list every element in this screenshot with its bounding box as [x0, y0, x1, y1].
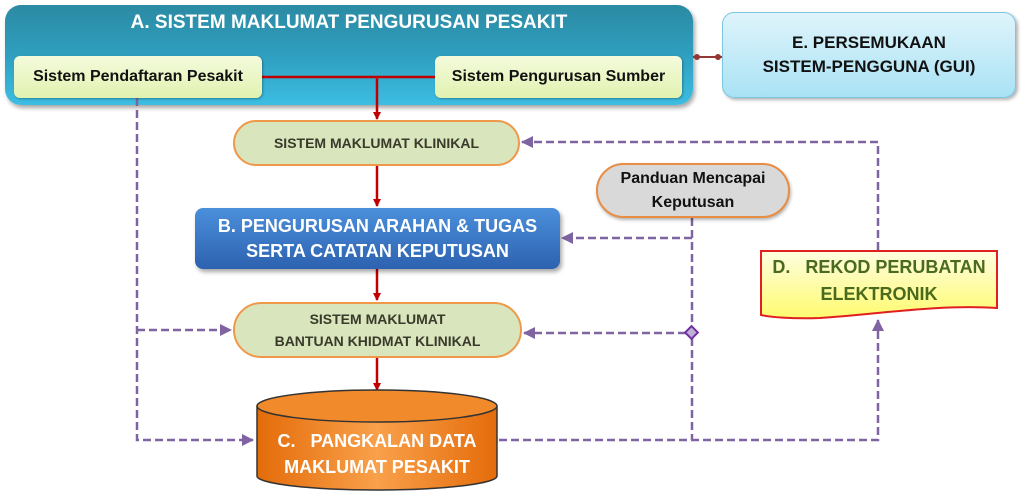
clinical-support-oval: SISTEM MAKLUMAT BANTUAN KHIDMAT KLINIKAL	[233, 302, 522, 358]
database-cylinder	[256, 389, 498, 491]
system-d-document-shape	[760, 250, 998, 320]
system-e-line2: SISTEM-PENGGUNA (GUI)	[762, 57, 976, 76]
system-e-gui-box: E. PERSEMUKAAN SISTEM-PENGGUNA (GUI)	[722, 12, 1016, 98]
decision-guide-oval: Panduan Mencapai Keputusan	[596, 163, 790, 218]
clinical-support-line1: SISTEM MAKLUMAT	[309, 311, 446, 327]
clinical-system-oval: SISTEM MAKLUMAT KLINIKAL	[233, 120, 520, 166]
system-b-line2: SERTA CATATAN KEPUTUSAN	[246, 240, 509, 261]
system-c-label: C. PANGKALAN DATA MAKLUMAT PESAKIT	[255, 428, 499, 480]
system-d-line2: ELEKTRONIK	[820, 284, 938, 304]
system-b-box: B. PENGURUSAN ARAHAN & TUGAS SERTA CATAT…	[195, 208, 560, 269]
system-d-label: D. REKOD PERUBATAN ELEKTRONIK	[760, 254, 998, 308]
system-d-line1: D. REKOD PERUBATAN	[772, 257, 986, 277]
resource-system-box: Sistem Pengurusan Sumber	[435, 56, 682, 98]
system-c-line1: C. PANGKALAN DATA	[277, 431, 477, 451]
system-a-title: A. SISTEM MAKLUMAT PENGURUSAN PESAKIT	[130, 12, 568, 33]
gui-link	[693, 54, 722, 60]
registration-system-box: Sistem Pendaftaran Pesakit	[14, 56, 262, 98]
decision-guide-line1: Panduan Mencapai	[620, 169, 766, 187]
system-c-line2: MAKLUMAT PESAKIT	[284, 457, 470, 477]
decision-guide-line2: Keputusan	[651, 193, 735, 211]
junction-diamond-icon	[683, 324, 700, 341]
clinical-support-line2: BANTUAN KHIDMAT KLINIKAL	[274, 333, 481, 349]
system-e-line1: E. PERSEMUKAAN	[792, 33, 946, 52]
system-b-line1: B. PENGURUSAN ARAHAN & TUGAS	[217, 215, 538, 236]
red-flow-arrows	[262, 75, 435, 391]
